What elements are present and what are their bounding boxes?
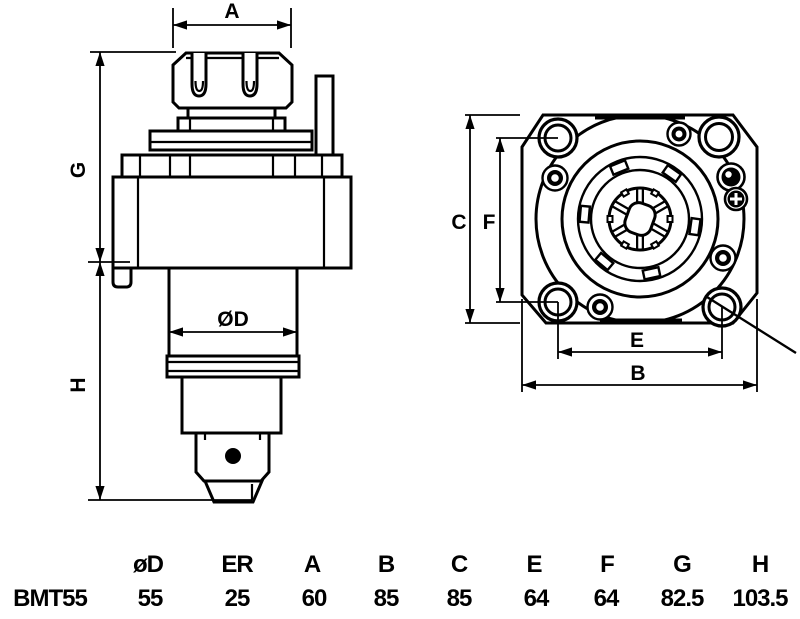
table-header-c: C (450, 551, 468, 578)
dimension-b: B (521, 299, 758, 392)
table-value-c: 85 (446, 585, 473, 612)
dim-label-f: F (483, 211, 496, 234)
table-row-label: BMT55 (13, 585, 88, 612)
table-header-er: ER (221, 551, 253, 578)
dimension-a: A (172, 0, 292, 48)
table-value-h: 103.5 (732, 585, 788, 612)
table-header-a: A (303, 551, 321, 578)
dimension-e: E (557, 302, 723, 359)
ball-screw (716, 162, 746, 192)
set-screw-dot (225, 448, 241, 464)
spindle-upper (148, 106, 314, 152)
table-header-g: G (673, 551, 692, 578)
dimension-f: F (483, 137, 558, 303)
front-view: C F E B (451, 113, 797, 392)
stop-tab (111, 266, 133, 289)
tip (202, 479, 265, 504)
table-value-od: 55 (137, 585, 164, 612)
bmt-flange (120, 153, 344, 179)
side-view: A G H ØD (67, 0, 353, 504)
concentric-rings (534, 113, 746, 325)
collet-nut (171, 51, 294, 110)
table-value-f: 64 (593, 585, 620, 612)
screws (716, 162, 749, 212)
dim-label-h: H (67, 377, 90, 392)
table-header-h: H (751, 551, 769, 578)
table-header-f: F (600, 551, 615, 578)
dimension-h: H (67, 262, 252, 501)
dim-label-b: B (630, 362, 645, 385)
table-value-e: 64 (523, 585, 550, 612)
table-header-od: øD (133, 551, 164, 578)
phillips-screw (723, 186, 749, 212)
table-header-b: B (377, 551, 395, 578)
table-value-er: 25 (224, 585, 251, 612)
center-bore (623, 201, 657, 237)
dim-label-a: A (224, 0, 239, 23)
wrench-slot (241, 53, 259, 98)
dimension-diameter-d: ØD (169, 308, 297, 337)
table-value-g: 82.5 (660, 585, 705, 612)
wrench-slot (190, 53, 208, 98)
table-value-a: 60 (301, 585, 328, 612)
leader-line (706, 295, 797, 355)
housing-body (111, 175, 353, 289)
dim-label-e: E (630, 329, 644, 352)
dimension-g: G (67, 51, 176, 263)
dim-label-g: G (67, 162, 90, 178)
collet-face (606, 186, 674, 252)
dim-label-c: C (451, 211, 466, 234)
pin-holes (541, 121, 737, 321)
table-value-b: 85 (373, 585, 400, 612)
drive-pin (314, 74, 335, 161)
cylinder-d (167, 266, 299, 358)
dimension-c: C (451, 114, 520, 324)
slot-ring (578, 158, 702, 281)
spindle-lower (165, 266, 301, 504)
table-header-e: E (526, 551, 542, 578)
dim-label-diameter: ØD (217, 308, 249, 331)
